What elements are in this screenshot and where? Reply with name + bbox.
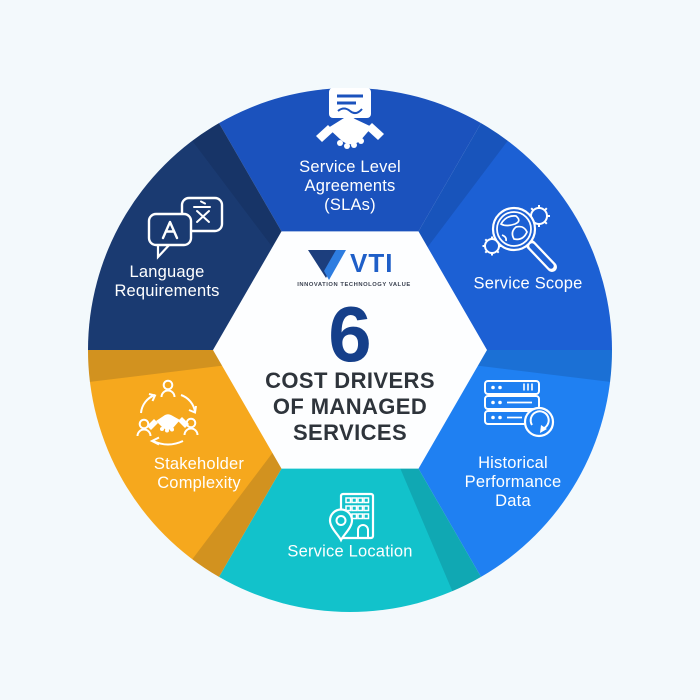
building-windows	[345, 497, 370, 520]
vti-logo-tagline: INNOVATION TECHNOLOGY VALUE	[297, 282, 411, 288]
segment-label-stakeholder: Stakeholder Complexity	[153, 455, 245, 492]
letter-a-glyph	[161, 220, 179, 240]
segment-sla[interactable]	[219, 87, 481, 351]
vti-logo-text: VTI	[350, 248, 393, 278]
globe-continent	[501, 234, 508, 242]
location-pin-dot	[335, 515, 347, 526]
server-led	[491, 400, 495, 405]
server-vents	[523, 383, 533, 391]
server-refresh-icon	[484, 380, 555, 438]
handshake-finger	[358, 138, 364, 144]
globe-continent	[499, 215, 520, 227]
segment-service-location[interactable]	[219, 350, 481, 613]
hanzi-glyph	[193, 200, 211, 223]
center-hexagon	[213, 231, 487, 469]
vti-logo-mark-accent	[324, 250, 346, 280]
translation-bubbles-icon	[147, 196, 224, 260]
cycle-arrows	[140, 393, 197, 446]
mini-handshake	[147, 414, 189, 433]
globe-continent	[511, 225, 528, 241]
document-signature	[337, 107, 363, 115]
refresh-arrow	[529, 410, 550, 430]
building-location-pin-icon	[328, 492, 375, 543]
segment-label-language: Language Requirements	[114, 263, 220, 300]
magnifier-globe-gears-icon	[482, 205, 557, 272]
handshake-finger	[344, 143, 350, 149]
handshake-finger	[337, 140, 343, 146]
document-handshake-icon	[316, 88, 384, 149]
person-icon	[136, 418, 152, 437]
handshake-finger	[351, 142, 357, 148]
server-led	[498, 400, 502, 405]
center-number: 6	[328, 290, 372, 378]
server-row	[484, 395, 540, 410]
segment-label-sla: Service Level Agreements (SLAs)	[299, 157, 401, 214]
people-collaboration-icon	[136, 379, 199, 446]
magnifier-handle-inner	[529, 243, 554, 269]
center-heading: COST DRIVERS OF MANAGED SERVICES	[265, 368, 435, 445]
segment-label-service-scope: Service Scope	[473, 274, 583, 293]
magnifier-lens-inner	[496, 211, 532, 247]
speech-bubble-left	[147, 212, 193, 247]
refresh-arrowhead	[540, 425, 547, 433]
segment-label-service-location: Service Location	[287, 542, 413, 561]
person-icon	[160, 379, 176, 398]
handshake-hands	[328, 116, 372, 145]
gear-icon	[482, 236, 502, 256]
vti-logo: VTI INNOVATION TECHNOLOGY VALUE	[297, 248, 411, 288]
building-door	[357, 524, 369, 538]
server-led	[498, 415, 502, 420]
server-led	[491, 415, 495, 420]
server-led	[491, 385, 495, 390]
segment-label-historical-data: Historical Performance Data	[464, 453, 562, 510]
server-row	[484, 380, 540, 395]
server-led	[498, 385, 502, 390]
